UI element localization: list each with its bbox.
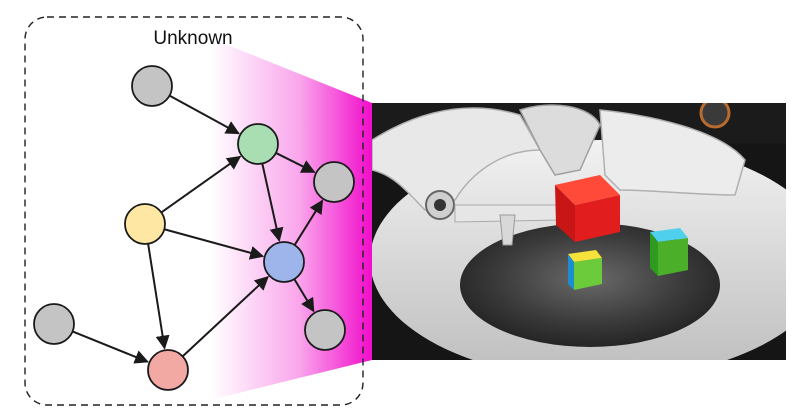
robot-finger-right (599, 109, 746, 196)
edge-n2-n3 (275, 152, 316, 174)
edge-n2-n5 (261, 163, 284, 242)
projection-beam (210, 38, 372, 400)
graph-nodes (33, 65, 355, 391)
edge-n4-n8 (147, 243, 170, 350)
node-n8-red (147, 349, 189, 391)
node-n1-gray (131, 65, 173, 107)
robot-photo (372, 103, 786, 360)
edge-n4-n2 (160, 155, 242, 214)
edge-n8-n5 (181, 276, 269, 358)
robot-finger-middle (518, 104, 601, 176)
green-cube (650, 228, 688, 276)
edge-n7-n8 (72, 330, 149, 364)
red-cube (555, 175, 620, 242)
node-n2-green (237, 123, 279, 165)
edge-n5-n6 (293, 278, 315, 313)
edge-n5-n3 (293, 199, 324, 246)
node-n3-gray (313, 161, 355, 203)
node-n4-yellow (124, 203, 166, 245)
yellow-cube (568, 250, 602, 290)
node-n6-gray (304, 309, 346, 351)
unknown-label: Unknown (153, 28, 233, 49)
graph-edges (72, 94, 324, 364)
edge-n4-n5 (164, 228, 265, 260)
edge-n1-n2 (169, 94, 240, 135)
robot-finger-left (372, 107, 542, 211)
node-n7-gray (33, 303, 75, 345)
node-n5-blue (263, 241, 305, 283)
unknown-box (24, 16, 364, 406)
